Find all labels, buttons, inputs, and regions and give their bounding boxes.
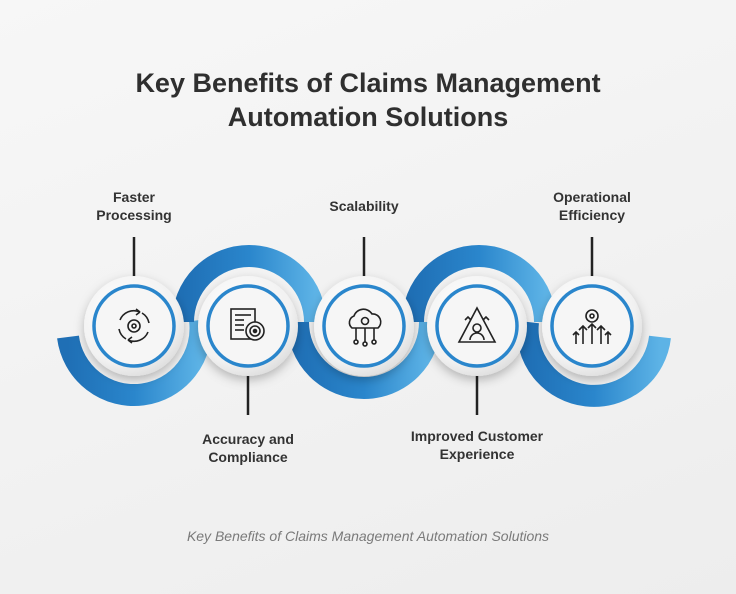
benefit-label-scalability: Scalability [269, 197, 459, 215]
benefit-node-accuracy-compliance [198, 276, 298, 376]
cloud-gear-icon [348, 308, 382, 347]
benefit-label-customer-experience: Improved Customer Experience [382, 427, 572, 463]
user-growth-icon [457, 306, 497, 343]
benefit-label-line: Experience [439, 446, 515, 462]
benefit-label-line: Faster [112, 189, 156, 205]
benefit-label-accuracy-compliance: Accuracy and Compliance [153, 430, 343, 466]
gear-arrows-icon [572, 309, 612, 344]
benefit-label-operational-efficiency: Operational Efficiency [497, 188, 687, 224]
title-line-2: Automation Solutions [227, 102, 509, 132]
benefit-label-line: Processing [96, 207, 172, 223]
connector-lines [132, 237, 594, 415]
title-line-1: Key Benefits of Claims Management [135, 68, 601, 98]
benefit-label-line: Operational [553, 189, 631, 205]
benefit-label-line: Scalability [329, 198, 399, 214]
benefit-node-customer-experience [427, 276, 527, 376]
benefit-label-line: Improved Customer [410, 428, 544, 444]
benefit-label-line: Efficiency [558, 207, 626, 223]
benefit-node-faster-processing [84, 276, 184, 376]
gears-cycle-icon [118, 308, 150, 344]
benefit-label-faster-processing: Faster Processing [39, 188, 229, 224]
figure-caption: Key Benefits of Claims Management Automa… [186, 528, 550, 544]
page-title: Key Benefits of Claims Management Automa… [0, 66, 736, 134]
benefit-label-line: Compliance [208, 449, 288, 465]
benefit-label-line: Accuracy and [202, 431, 294, 447]
benefit-node-scalability [314, 276, 414, 376]
wave-ribbon [57, 245, 671, 407]
document-target-icon [230, 308, 265, 341]
benefit-node-operational-efficiency [542, 276, 642, 376]
